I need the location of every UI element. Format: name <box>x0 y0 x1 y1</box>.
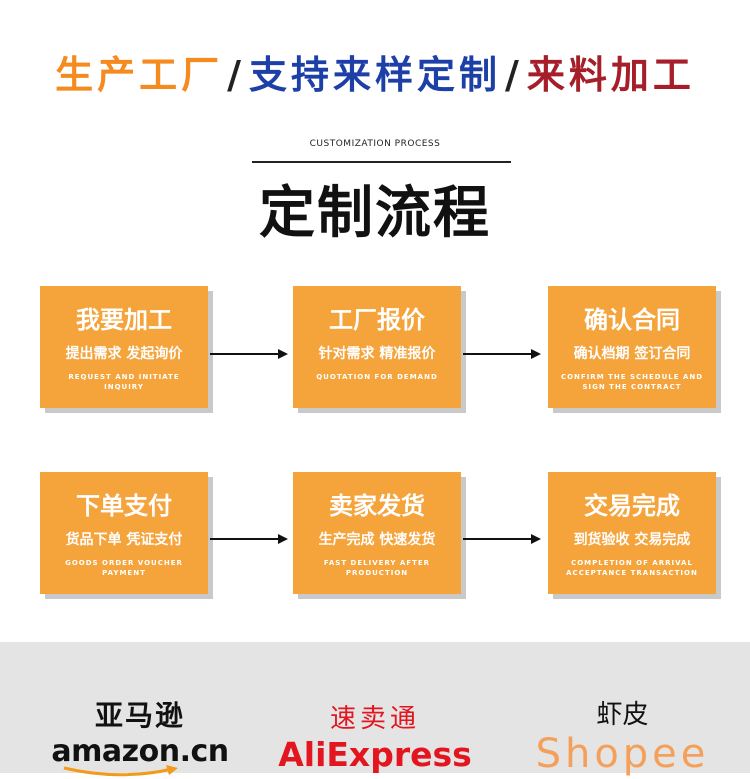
step-subtitle: 针对需求 精准报价 <box>318 346 436 362</box>
step-card: 卖家发货 生产完成 快速发货 FAST DELIVERY AFTER PRODU… <box>293 472 461 594</box>
platform-logos: 亚马逊 amazon.cn 速卖通 AliExpress 虾皮 Shopee <box>0 642 750 777</box>
step-subtitle: 确认档期 签订合同 <box>573 346 691 362</box>
section-divider <box>252 161 511 163</box>
aliexpress-logo-en: AliExpress <box>278 735 472 774</box>
step-english: REQUEST AND INITIATE INQUIRY <box>68 373 180 391</box>
aliexpress-logo: 速卖通 AliExpress <box>270 698 480 774</box>
step-subtitle: 提出需求 发起询价 <box>65 346 183 362</box>
step-subtitle: 到货验收 交易完成 <box>573 532 691 548</box>
headline-material-processing: 来料加工 <box>526 53 695 97</box>
step-english: FAST DELIVERY AFTER PRODUCTION <box>323 559 431 577</box>
headline-custom-samples: 支持来样定制 <box>248 53 501 97</box>
amazon-logo: 亚马逊 amazon.cn <box>40 694 240 779</box>
shopee-logo-cn: 虾皮 <box>596 700 649 730</box>
step-title: 我要加工 <box>76 306 172 334</box>
step-title: 下单支付 <box>76 492 172 520</box>
step-card: 确认合同 确认档期 签订合同 CONFIRM THE SCHEDULE AND … <box>548 286 716 408</box>
step-title: 确认合同 <box>584 306 680 334</box>
headline-separator: / <box>227 53 245 97</box>
step-title: 卖家发货 <box>329 492 425 520</box>
step-english: QUOTATION FOR DEMAND <box>316 373 438 381</box>
headline-factory: 生产工厂 <box>55 53 224 97</box>
step-english: GOODS ORDER VOUCHER PAYMENT <box>65 559 183 577</box>
step-english: CONFIRM THE SCHEDULE AND SIGN THE CONTRA… <box>560 373 704 391</box>
shopee-logo: 虾皮 Shopee <box>535 694 710 777</box>
headline: 生产工厂/支持来样定制/来料加工 <box>0 44 750 99</box>
amazon-logo-en: amazon.cn <box>51 734 229 769</box>
step-card: 我要加工 提出需求 发起询价 REQUEST AND INITIATE INQU… <box>40 286 208 408</box>
section-subtitle: CUSTOMIZATION PROCESS <box>309 139 441 149</box>
step-title: 交易完成 <box>584 492 680 520</box>
headline-separator: / <box>505 53 523 97</box>
arrow-right-icon <box>463 534 541 544</box>
aliexpress-logo-cn: 速卖通 <box>329 704 420 734</box>
step-card: 交易完成 到货验收 交易完成 COMPLETION OF ARRIVAL ACC… <box>548 472 716 594</box>
shopee-logo-en: Shopee <box>535 731 710 777</box>
arrow-right-icon <box>463 349 541 359</box>
step-card: 工厂报价 针对需求 精准报价 QUOTATION FOR DEMAND <box>293 286 461 408</box>
section-title: 定制流程 <box>259 181 491 246</box>
step-subtitle: 生产完成 快速发货 <box>318 532 436 548</box>
step-card: 下单支付 货品下单 凭证支付 GOODS ORDER VOUCHER PAYME… <box>40 472 208 594</box>
step-subtitle: 货品下单 凭证支付 <box>65 532 183 548</box>
arrow-right-icon <box>210 534 288 544</box>
step-english: COMPLETION OF ARRIVAL ACCEPTANCE TRANSAC… <box>566 559 698 577</box>
arrow-right-icon <box>210 349 288 359</box>
amazon-logo-cn: 亚马逊 <box>94 699 185 732</box>
step-title: 工厂报价 <box>329 306 425 334</box>
